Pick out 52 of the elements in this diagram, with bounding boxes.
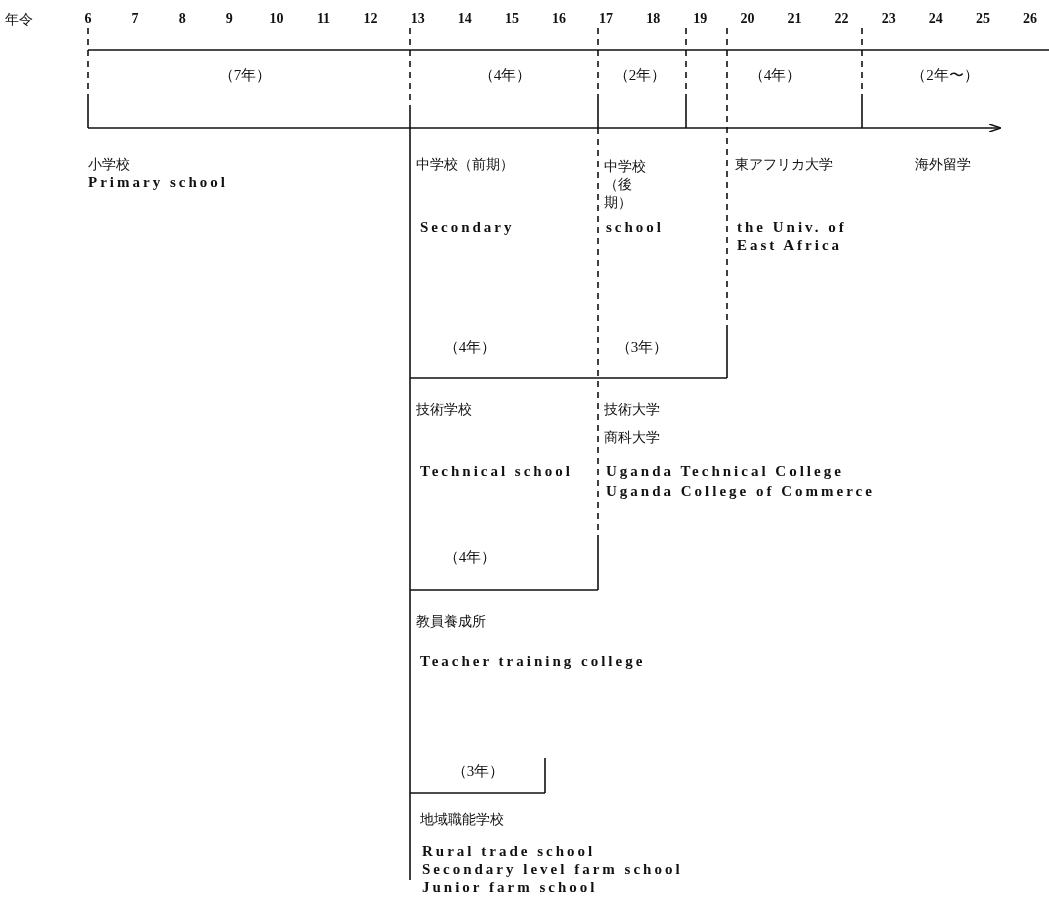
age-tick-label: 9 — [225, 10, 233, 28]
school-name: Secondary — [420, 218, 515, 236]
age-tick-label: 6 — [84, 10, 92, 28]
duration-label: （2年〜） — [911, 66, 979, 84]
school-name: school — [606, 218, 664, 236]
age-tick-label: 8 — [178, 10, 186, 28]
duration-label: （4年） — [478, 66, 532, 84]
school-name: 東アフリカ大学 — [735, 155, 833, 173]
duration-label: （4年） — [748, 66, 802, 84]
school-name: 海外留学 — [915, 155, 971, 173]
age-tick-label: 10 — [269, 10, 284, 28]
age-tick-label: 15 — [504, 10, 519, 28]
school-name: 地域職能学校 — [420, 810, 504, 828]
school-name: Junior farm school — [422, 878, 598, 896]
age-tick-label: 17 — [599, 10, 614, 28]
age-tick-label: 12 — [363, 10, 378, 28]
age-tick-label: 21 — [787, 10, 802, 28]
age-tick-label: 14 — [457, 10, 472, 28]
duration-label: （3年） — [615, 338, 669, 356]
school-name: Technical school — [420, 462, 574, 480]
duration-label: （4年） — [443, 548, 497, 566]
age-tick-label: 13 — [410, 10, 425, 28]
axis-title: 年令 — [5, 10, 33, 28]
school-name: 技術大学 — [604, 400, 660, 418]
age-tick-label: 19 — [693, 10, 708, 28]
school-name: 小学校 — [88, 155, 130, 173]
age-tick-label: 24 — [928, 10, 943, 28]
school-name: 中学校（後期） — [604, 157, 647, 211]
school-name: 教員養成所 — [416, 612, 486, 630]
duration-label: （4年） — [443, 338, 497, 356]
age-tick-label: 7 — [131, 10, 139, 28]
age-tick-label: 25 — [975, 10, 990, 28]
age-tick-label: 11 — [316, 10, 331, 28]
school-name: Secondary level farm school — [422, 860, 683, 878]
school-name: Primary school — [88, 173, 228, 191]
duration-label: （2年） — [613, 66, 667, 84]
age-tick-label: 23 — [881, 10, 896, 28]
school-name: the Univ. of East Africa — [737, 218, 848, 254]
duration-label: （7年） — [218, 66, 272, 84]
age-tick-label: 18 — [646, 10, 661, 28]
school-name: Uganda Technical College — [606, 462, 844, 480]
age-tick-label: 26 — [1023, 10, 1037, 28]
school-name: Rural trade school — [422, 842, 596, 860]
school-name: Teacher training college — [420, 652, 646, 670]
age-tick-label: 20 — [740, 10, 755, 28]
age-tick-label: 22 — [834, 10, 849, 28]
school-name: 商科大学 — [604, 428, 660, 446]
school-name: 技術学校 — [416, 400, 472, 418]
school-name: 中学校（前期） — [416, 155, 514, 173]
age-tick-label: 16 — [552, 10, 566, 28]
duration-label: （3年） — [451, 762, 505, 780]
school-name: Uganda College of Commerce — [606, 482, 875, 500]
